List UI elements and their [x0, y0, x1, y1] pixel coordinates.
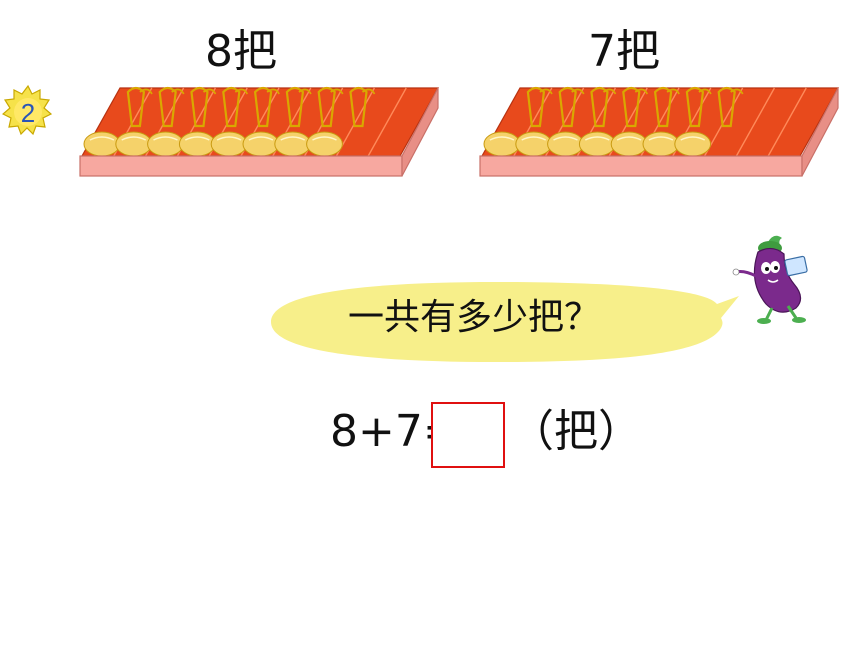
- spoon-icon: [642, 86, 712, 157]
- tray-front: [79, 155, 403, 177]
- spoon-icon: [210, 86, 280, 157]
- right-spoon-tray: [479, 86, 840, 177]
- speech-bubble: [271, 282, 739, 362]
- question-text: 一共有多少把？: [348, 297, 601, 338]
- left-group-label: 8把: [205, 26, 277, 77]
- spoon-icon: [115, 86, 185, 157]
- tray-divider: [367, 87, 407, 157]
- spoon-icon: [178, 86, 249, 157]
- number-badge-icon: 2: [2, 84, 53, 136]
- tray-divider: [767, 87, 807, 157]
- unit-label: （把）: [510, 406, 642, 457]
- tray-side: [401, 87, 439, 177]
- eggplant-mascot-icon: [732, 235, 808, 324]
- tray-front: [479, 155, 803, 177]
- spoon-icon: [515, 86, 585, 157]
- left-spoon-tray: [79, 86, 440, 177]
- answer-box[interactable]: [431, 402, 505, 468]
- tray-side: [801, 87, 839, 177]
- problem-number: 2: [21, 98, 35, 128]
- tray-divider: [735, 87, 776, 157]
- right-group-label: 7把: [588, 26, 660, 77]
